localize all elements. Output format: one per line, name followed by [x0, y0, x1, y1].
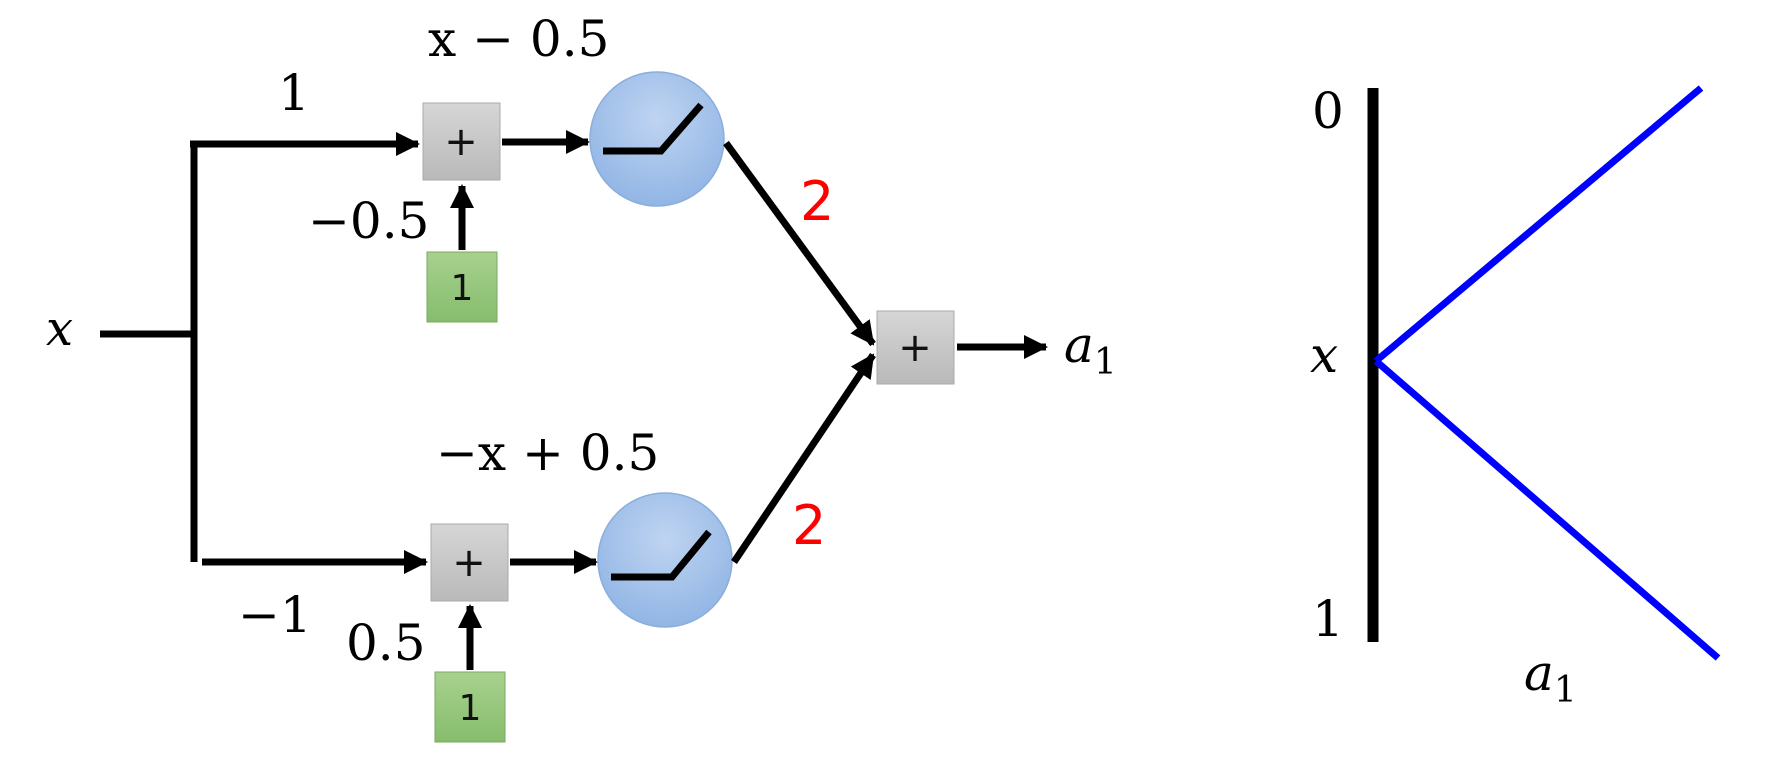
top-bias-node	[426, 251, 498, 323]
bottom-bias-node	[434, 671, 506, 743]
plot-xlabel-base: a	[1524, 644, 1554, 702]
bottom-bias-label: 0.5	[346, 614, 426, 672]
output-sum-symbol: +	[898, 325, 932, 371]
plot-axis-top-label: 0	[1312, 82, 1344, 140]
plot-axis-mid-label: x	[1310, 326, 1338, 384]
top-output-weight: 2	[800, 170, 834, 233]
plot-xlabel-subscript: 1	[1554, 670, 1577, 711]
bottom-output-edge	[731, 353, 876, 564]
output-label: a1	[1064, 316, 1117, 383]
bottom-expression-label: −x + 0.5	[436, 424, 659, 482]
top-sum-symbol: +	[444, 119, 478, 165]
input-label: x	[46, 301, 73, 357]
bottom-relu-icon	[611, 529, 712, 581]
bottom-weight-label: −1	[238, 586, 312, 644]
output-sum-node	[876, 310, 955, 385]
plot-axis-bottom-label: 1	[1312, 590, 1344, 648]
bottom-relu-node	[597, 492, 733, 628]
bottom-sum-node	[430, 523, 509, 602]
top-expression-label: x − 0.5	[428, 10, 609, 68]
plot-line-upper	[1373, 85, 1704, 364]
top-output-edge	[723, 140, 876, 347]
plot-xlabel: a1	[1524, 644, 1577, 711]
top-sum-node	[422, 102, 501, 181]
bottom-output-weight: 2	[792, 494, 826, 557]
top-relu-node	[589, 71, 725, 207]
bottom-bias-input: 1	[459, 688, 482, 729]
bottom-sum-symbol: +	[452, 540, 486, 586]
output-label-subscript: 1	[1094, 342, 1117, 383]
output-label-base: a	[1064, 316, 1094, 374]
top-bias-input: 1	[451, 268, 474, 309]
top-relu-icon	[603, 102, 704, 155]
top-weight-label: 1	[278, 64, 310, 122]
output-plot: 0 x 1 a1	[1310, 82, 1721, 711]
top-bias-label: −0.5	[308, 192, 429, 250]
plot-line-lower	[1373, 358, 1721, 661]
